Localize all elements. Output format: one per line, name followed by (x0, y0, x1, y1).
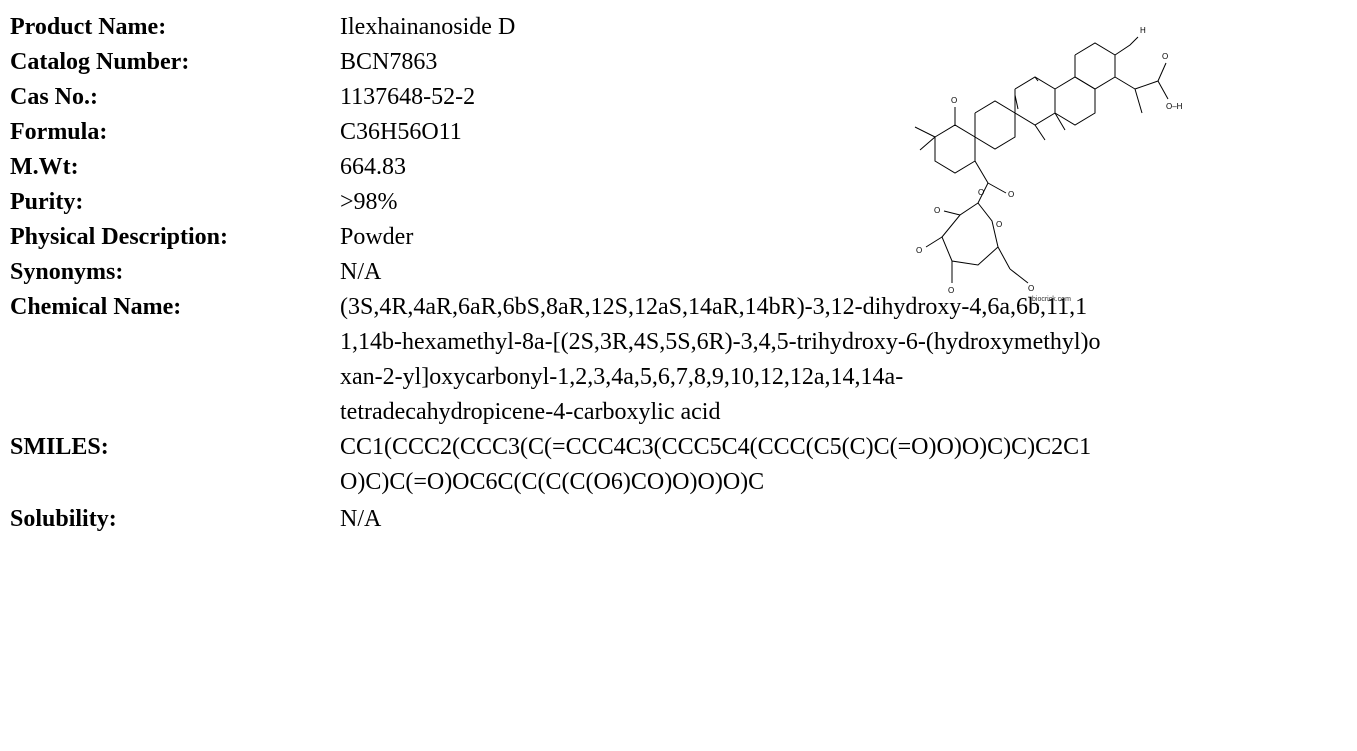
row-formula: Formula: C36H56O11 (10, 115, 1350, 150)
value-line: xan-2-yl]oxycarbonyl-1,2,3,4a,5,6,7,8,9,… (340, 364, 904, 390)
value-line: CC1(CCC2(CCC3(C(=CCC4C3(CCC5C4(CCC(C5(C)… (340, 434, 1092, 460)
value-product-name: Ilexhainanoside D (340, 10, 1350, 45)
structure-watermark: biocrick.com (1032, 296, 1071, 303)
label-solubility: Solubility: (10, 506, 117, 532)
row-product-name: Product Name: Ilexhainanoside D (10, 10, 1350, 45)
row-catalog-number: Catalog Number: BCN7863 (10, 45, 1350, 80)
value-line: tetradecahydropicene-4-carboxylic acid (340, 399, 721, 425)
atom-label: O (934, 206, 940, 215)
value-line: N/A (340, 506, 382, 532)
label-formula: Formula: (10, 119, 108, 145)
structure-atom-labels: H O O–H O O O O O O O O biocrick.com (916, 26, 1183, 303)
value-catalog-number: BCN7863 (340, 45, 1350, 80)
atom-label: O (916, 246, 922, 255)
row-cas-no: Cas No.: 1137648-52-2 (10, 80, 1350, 115)
value-physical-description: Powder (340, 220, 1350, 255)
value-formula: C36H56O11 (340, 115, 1350, 150)
label-chemical-name: Chemical Name: (10, 294, 182, 320)
value-line: BCN7863 (340, 49, 438, 75)
value-line: 1,14b-hexamethyl-8a-[(2S,3R,4S,5S,6R)-3,… (340, 329, 1101, 355)
row-smiles: SMILES: CC1(CCC2(CCC3(C(=CCC4C3(CCC5C4(C… (10, 430, 1350, 500)
value-line: 664.83 (340, 154, 406, 180)
row-synonyms: Synonyms: N/A (10, 255, 1350, 290)
value-line: (3S,4R,4aR,6aR,6bS,8aR,12S,12aS,14aR,14b… (340, 294, 1088, 320)
value-line: C36H56O11 (340, 119, 462, 145)
value-line: >98% (340, 189, 398, 215)
value-solubility: N/A (340, 502, 1350, 537)
value-line: Ilexhainanoside D (340, 14, 516, 40)
value-mwt: 664.83 (340, 150, 1350, 185)
atom-label: O (1028, 284, 1034, 293)
structure-svg: H O O–H O O O O O O O O biocrick.com (914, 26, 1183, 303)
value-cas-no: 1137648-52-2 (340, 80, 1350, 115)
structure-bonds (914, 36, 1169, 284)
value-line: 1137648-52-2 (340, 84, 476, 110)
value-synonyms: N/A (340, 255, 1350, 290)
atom-label: O (996, 220, 1002, 229)
value-smiles: CC1(CCC2(CCC3(C(=CCC4C3(CCC5C4(CCC(C5(C)… (340, 430, 1350, 500)
atom-label: O (951, 96, 957, 105)
row-physical-description: Physical Description: Powder (10, 220, 1350, 255)
label-purity: Purity: (10, 189, 84, 215)
value-chemical-name: (3S,4R,4aR,6aR,6bS,8aR,12S,12aS,14aR,14b… (340, 290, 1350, 430)
row-purity: Purity: >98% (10, 185, 1350, 220)
value-line: Powder (340, 224, 414, 250)
value-line: N/A (340, 259, 382, 285)
row-mwt: M.Wt: 664.83 (10, 150, 1350, 185)
label-product-name: Product Name: (10, 14, 167, 40)
row-chemical-name: Chemical Name: (3S,4R,4aR,6aR,6bS,8aR,12… (10, 290, 1350, 430)
atom-label: O (1008, 190, 1014, 199)
value-line: O)C)C(=O)OC6C(C(C(C(O6)CO)O)O)O)C (340, 469, 765, 495)
value-purity: >98% (340, 185, 1350, 220)
label-mwt: M.Wt: (10, 154, 79, 180)
atom-label: O (948, 286, 954, 295)
label-cas-no: Cas No.: (10, 84, 98, 110)
atom-label: O–H (1166, 102, 1183, 111)
label-catalog-number: Catalog Number: (10, 49, 190, 75)
atom-label: H (1140, 26, 1146, 35)
atom-label: O (978, 188, 984, 197)
label-synonyms: Synonyms: (10, 259, 124, 285)
row-solubility: Solubility: N/A (10, 502, 1350, 537)
atom-label: O (1162, 52, 1168, 61)
chemical-structure-image: H O O–H O O O O O O O O biocrick.com (860, 15, 1240, 355)
label-physical-description: Physical Description: (10, 224, 228, 250)
label-smiles: SMILES: (10, 434, 109, 460)
